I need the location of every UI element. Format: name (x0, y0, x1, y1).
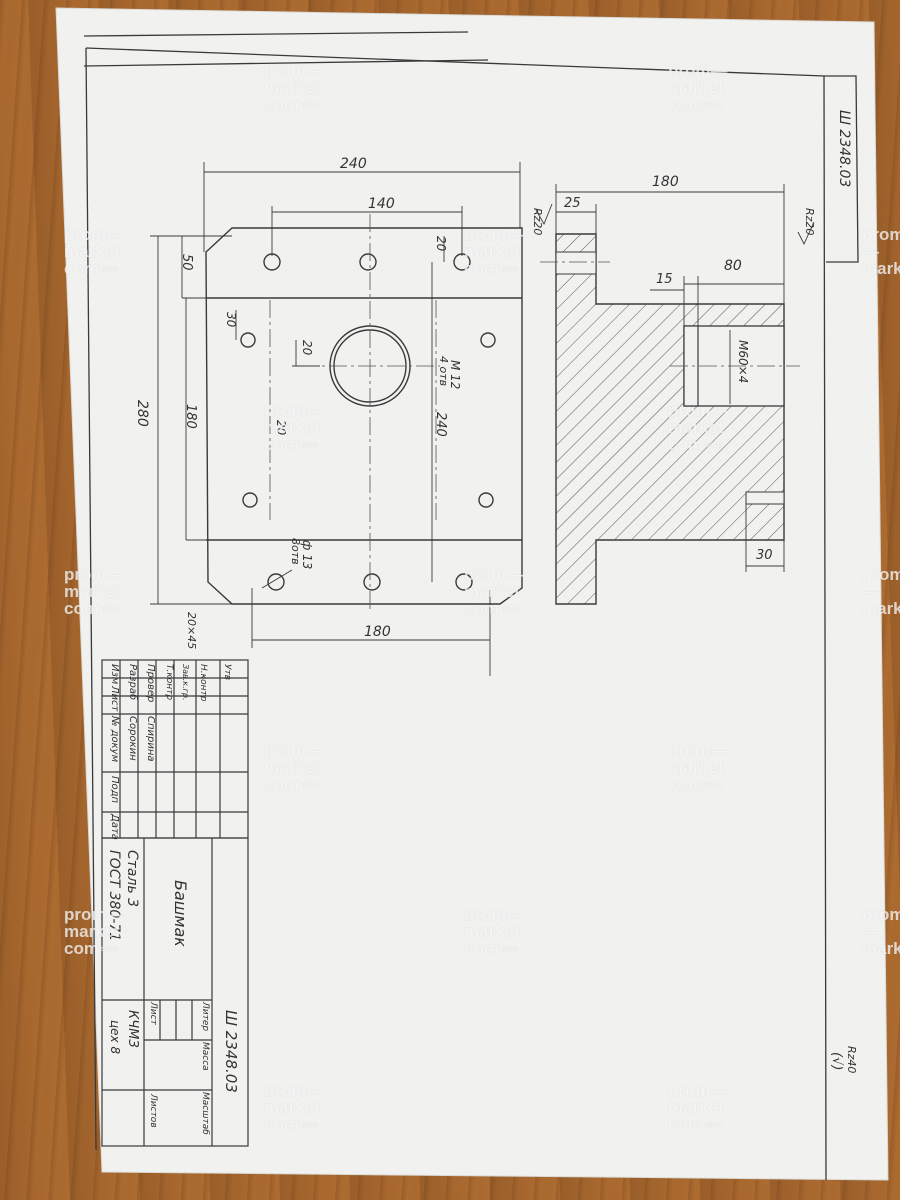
roughness-general-value: Rz40 (845, 1046, 858, 1074)
stamp-h-podp: Подп (109, 776, 120, 804)
roughness-top: Rz20 (803, 208, 816, 236)
dim-180-side: 180 (652, 174, 679, 190)
label-m12: M 12 (448, 360, 462, 390)
title-block-lines (101, 659, 249, 1147)
dim-140: 140 (368, 196, 395, 212)
dim-80-side: 80 (724, 258, 742, 274)
stamp-col-list: Лист (148, 1002, 158, 1025)
stamp-col-masshtab: Масштаб (200, 1092, 210, 1135)
watermark: prom—market (862, 905, 900, 958)
stamp-h-data: Дата (109, 814, 120, 840)
label-d13-count: 8отв (289, 538, 302, 565)
dim-15: 15 (656, 272, 673, 287)
stamp-h-izm: Изм (109, 664, 120, 685)
label-m12-count: 4 отв (437, 356, 450, 387)
dim-240-right: 240 (433, 412, 448, 437)
label-d13: ф 13 (300, 540, 314, 570)
dim-20-b: 20 (300, 340, 314, 356)
stamp-prover-name: Спирина (145, 716, 156, 762)
stamp-code: Ш 2348.03 (222, 1010, 240, 1093)
stamp-part-name: Башмак (171, 880, 190, 947)
stamp-prover: Провер (145, 664, 156, 703)
stamp-col-massa: Масса (200, 1042, 210, 1071)
stamp-org-1: КЧМЗ (125, 1010, 140, 1048)
stamp-h-doc: № докум (109, 716, 120, 763)
stamp-tkontr: Т.контр (164, 664, 174, 701)
dim-20-a: 20 (434, 236, 448, 252)
stamp-razrab: Разраб (127, 664, 138, 701)
dim-30-left: 30 (224, 312, 238, 328)
dim-50: 50 (179, 254, 194, 271)
section-view (555, 233, 785, 605)
label-thread: M60×4 (736, 340, 750, 384)
label-chamfer: 20×45 (185, 612, 198, 650)
dim-240-top: 240 (340, 156, 367, 172)
roughness-general-suffix: (√) (829, 1052, 844, 1071)
stamp-razrab-name: Сорокин (127, 716, 138, 761)
stamp-nkontr: Н.контр (198, 664, 208, 702)
dim-180-left: 180 (183, 404, 198, 429)
stamp-nach: Зав.к.гр. (181, 664, 190, 701)
dim-180-bottom: 180 (364, 624, 391, 640)
watermark: prom—market (862, 565, 900, 618)
code-top-right: Ш 2348.03 (836, 110, 852, 188)
stamp-utv: Утв (222, 664, 232, 681)
stamp-col-litera: Литер (200, 1002, 210, 1032)
roughness-left: Rz20 (531, 208, 544, 236)
dim-30-right: 30 (756, 548, 773, 563)
watermark: prom—market (862, 225, 900, 278)
stamp-col-listov: Листов (148, 1094, 158, 1128)
stamp-material-1: Сталь 3 (124, 850, 140, 908)
stamp-org-2: цех 8 (108, 1020, 122, 1055)
stamp-h-list: Лист (109, 686, 120, 712)
dim-25: 25 (564, 196, 581, 211)
dim-280: 280 (134, 400, 150, 427)
paper (55, 7, 889, 1181)
